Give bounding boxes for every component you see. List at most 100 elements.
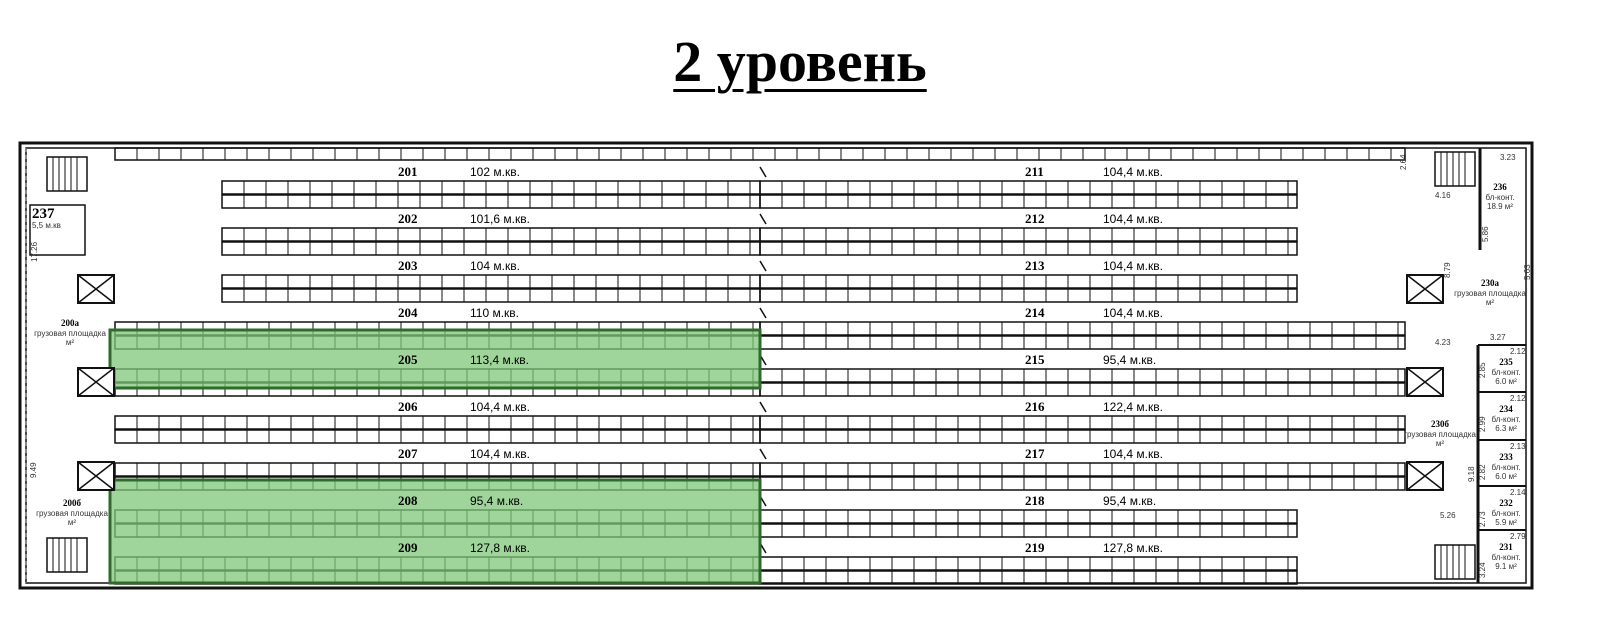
elevator-cross xyxy=(77,274,115,304)
room-label: 6.0 м² xyxy=(1495,472,1517,481)
unit-number: 202 xyxy=(398,211,418,226)
rack-strip xyxy=(221,180,761,195)
unit-area: 104,4 м.кв. xyxy=(1103,212,1163,226)
unit-area: 104,4 м.кв. xyxy=(1103,306,1163,320)
unit-area: 113,4 м.кв. xyxy=(470,353,529,367)
elevator-cross xyxy=(1406,461,1444,491)
dimension-label: 2.73 xyxy=(1478,511,1487,527)
dimension-label: 2.64 xyxy=(1399,154,1408,170)
plan-title: 2 уровень xyxy=(673,29,927,94)
rack-strip xyxy=(759,335,1406,350)
room-label: 5.9 м² xyxy=(1495,518,1517,527)
room-number: 237 xyxy=(32,206,55,222)
room-number: 200а xyxy=(61,318,80,328)
elevator-cross xyxy=(77,461,115,491)
rack-strip xyxy=(114,429,761,444)
room-label: бл-конт. xyxy=(1491,463,1520,472)
rack-strip xyxy=(759,241,1298,256)
rack-strip xyxy=(759,476,1406,491)
dimension-label: 5.26 xyxy=(1440,511,1456,520)
dimension-label: 4.23 xyxy=(1435,338,1451,347)
staircase-icon xyxy=(1434,151,1476,187)
unit-number: 206 xyxy=(398,399,418,414)
dimension-label: 9.49 xyxy=(29,462,38,478)
dimension-label: 2.12 xyxy=(1510,394,1526,403)
dimension-label: 2.14 xyxy=(1510,488,1526,497)
unit-number: 213 xyxy=(1025,258,1045,273)
room-label: м² xyxy=(1486,298,1495,307)
dimension-label: 8.79 xyxy=(1443,262,1452,278)
door xyxy=(759,166,767,178)
dimension-label: 4.16 xyxy=(1435,191,1451,200)
unit-area: 95,4 м.кв. xyxy=(1103,353,1156,367)
room-label: грузовая площадка xyxy=(34,329,106,338)
unit-area: 104,4 м.кв. xyxy=(1103,259,1163,273)
unit-area: 102 м.кв. xyxy=(470,165,520,179)
outer-wall xyxy=(18,141,1534,590)
rack-strip xyxy=(221,274,761,289)
highlighted-unit-area xyxy=(108,328,762,390)
rack-strip xyxy=(114,462,761,477)
rack-strip xyxy=(759,321,1406,336)
rack-strip xyxy=(759,288,1298,303)
room-label: м² xyxy=(66,338,75,347)
elevator-cross xyxy=(1406,274,1444,304)
dimension-label: 5.63 xyxy=(1523,264,1532,280)
rack-strip xyxy=(759,274,1298,289)
room-label: м² xyxy=(1436,439,1445,448)
room-237-wall xyxy=(29,204,86,256)
unit-number: 217 xyxy=(1025,446,1045,461)
staircase-icon xyxy=(46,537,88,573)
unit-area: 95,4 м.кв. xyxy=(470,494,523,508)
dimension-label: 2.99 xyxy=(1478,416,1487,432)
dimension-label: 17.26 xyxy=(30,241,39,262)
dimension-label: 5.86 xyxy=(1481,226,1490,242)
unit-number: 214 xyxy=(1025,305,1045,320)
room-label: бл-конт. xyxy=(1491,509,1520,518)
room-label: бл-конт. xyxy=(1491,368,1520,377)
unit-area: 104,4 м.кв. xyxy=(1103,165,1163,179)
rack-strip xyxy=(759,523,1298,538)
unit-area: 101,6 м.кв. xyxy=(470,212,530,226)
room-number: 230б xyxy=(1431,419,1450,429)
room-label: бл-конт. xyxy=(1491,415,1520,424)
unit-number: 218 xyxy=(1025,493,1045,508)
unit-number: 207 xyxy=(398,446,418,461)
door xyxy=(759,307,767,319)
rack-strip xyxy=(759,180,1298,195)
room-label: грузовая площадка xyxy=(1404,430,1476,439)
room-label: 18.9 м² xyxy=(1487,202,1513,211)
dimension-label: 2.79 xyxy=(1510,532,1526,541)
unit-area: 127,8 м.кв. xyxy=(470,541,530,555)
dimension-label: 3.23 xyxy=(1500,153,1516,162)
elevator-cross xyxy=(77,367,115,397)
unit-number: 216 xyxy=(1025,399,1045,414)
unit-area: 127,8 м.кв. xyxy=(1103,541,1163,555)
unit-area: 104,4 м.кв. xyxy=(1103,447,1163,461)
door xyxy=(759,213,767,225)
elevator-cross xyxy=(1406,367,1444,397)
dimension-label: 2.12 xyxy=(1510,347,1526,356)
unit-number: 219 xyxy=(1025,540,1045,555)
room-number: 234 xyxy=(1499,404,1513,414)
unit-number: 208 xyxy=(398,493,418,508)
rack-strip xyxy=(759,382,1406,397)
dimension-label: 9.18 xyxy=(1467,466,1476,482)
rack-strip xyxy=(759,462,1406,477)
unit-number: 211 xyxy=(1025,164,1044,179)
unit-number: 209 xyxy=(398,540,418,555)
unit-area: 110 м.кв. xyxy=(470,306,519,320)
unit-area: 104,4 м.кв. xyxy=(470,400,530,414)
door xyxy=(759,448,767,460)
unit-number: 212 xyxy=(1025,211,1045,226)
room-label: бл-конт. xyxy=(1485,193,1514,202)
room-number: 236 xyxy=(1493,182,1507,192)
unit-number: 204 xyxy=(398,305,418,320)
room-number: 232 xyxy=(1499,498,1513,508)
dimension-label: 2.85 xyxy=(1478,362,1487,378)
rack-strip xyxy=(221,241,761,256)
rack-strip xyxy=(221,194,761,209)
staircase-icon xyxy=(1434,544,1476,580)
room-number: 231 xyxy=(1499,542,1513,552)
